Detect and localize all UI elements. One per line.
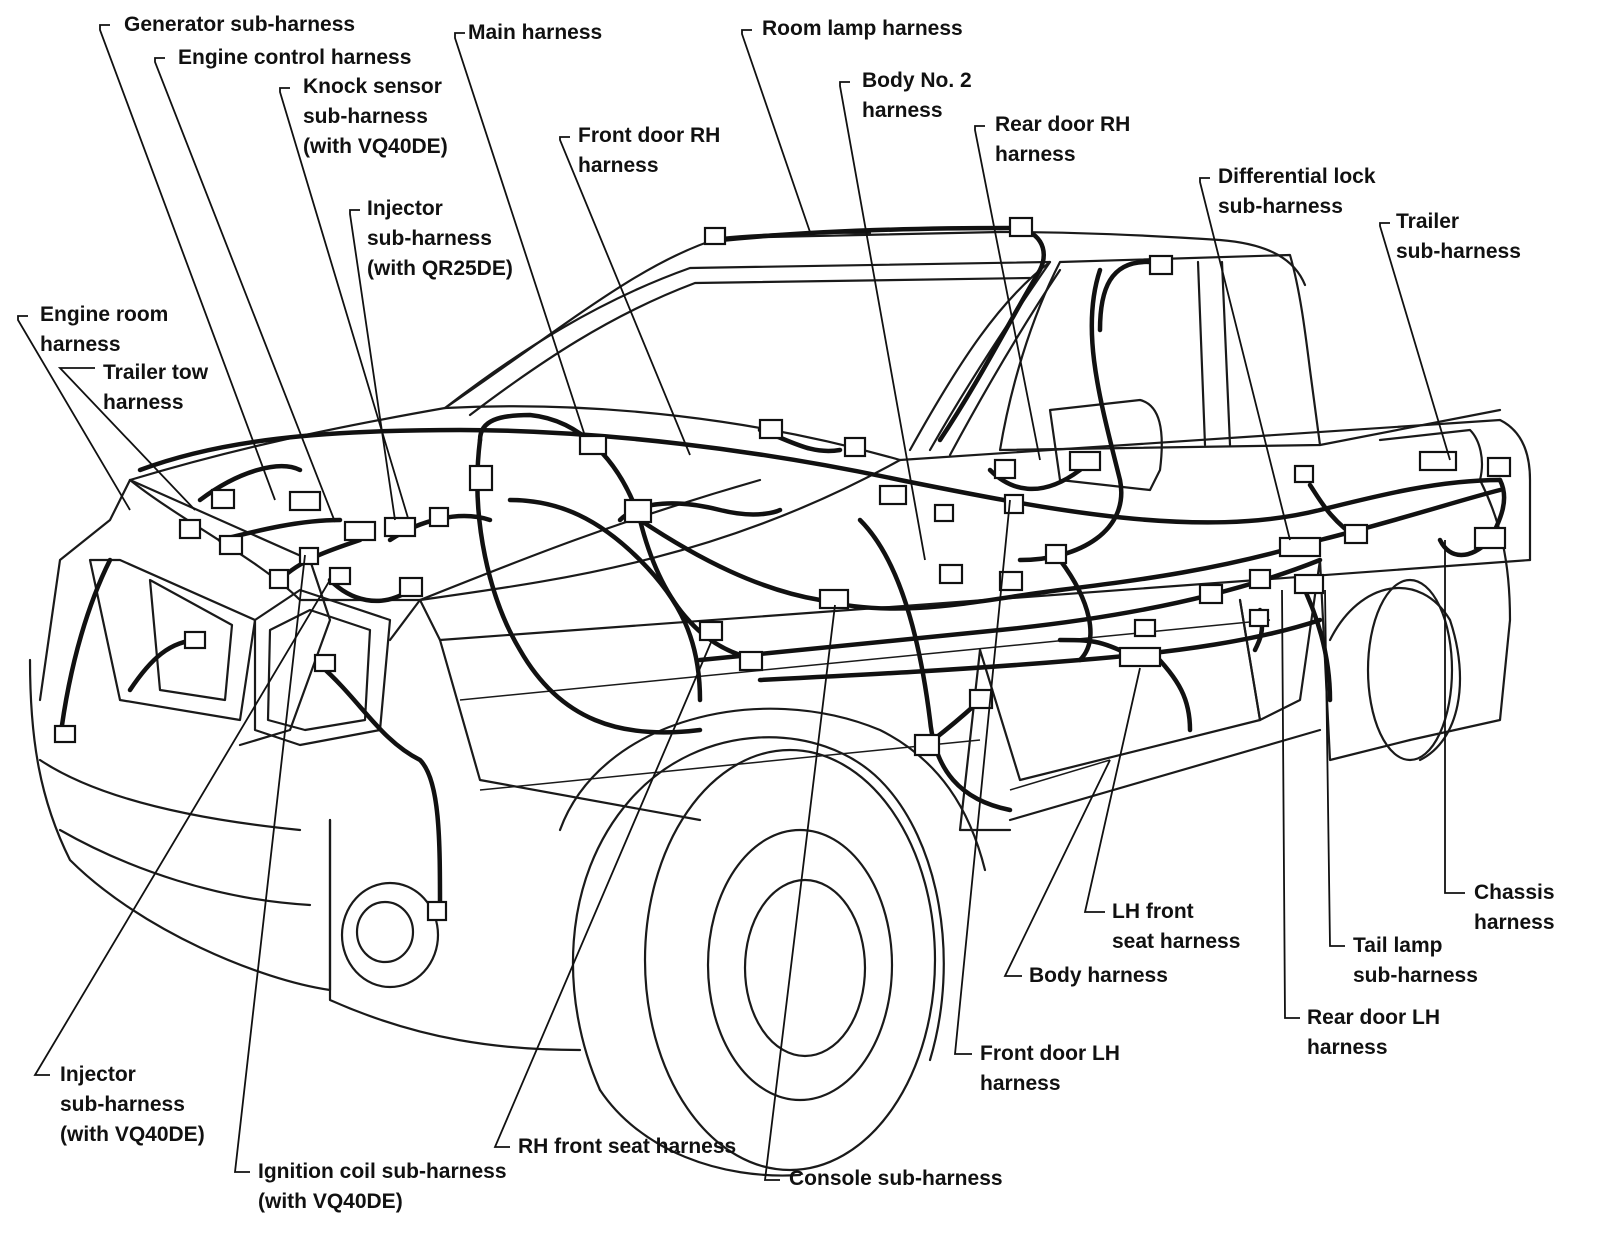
label-console-sub-harness: Console sub-harness [789, 1167, 1003, 1190]
label-lh-front-seat-harness: LH front seat harness [1112, 900, 1241, 953]
label-knock-sensor-sub-harness: Knock sensor sub-harness (with VQ40DE) [303, 75, 448, 158]
connectors [53, 216, 1512, 922]
label-injector-sub-harness-qr25de: Injector sub-harness (with QR25DE) [367, 197, 513, 280]
label-front-door-lh-harness: Front door LH harness [980, 1042, 1120, 1095]
label-tail-lamp-sub-harness: Tail lamp sub-harness [1353, 934, 1478, 987]
label-rear-door-rh-harness: Rear door RH harness [995, 113, 1131, 166]
label-main-harness: Main harness [468, 21, 603, 44]
truck-body-outline [28, 230, 1532, 1177]
label-room-lamp-harness: Room lamp harness [762, 17, 963, 40]
label-differential-lock-sub-harness: Differential lock sub-harness [1218, 165, 1376, 218]
label-rear-door-lh-harness: Rear door LH harness [1307, 1006, 1441, 1059]
label-chassis-harness: Chassis harness [1474, 881, 1555, 934]
label-injector-sub-harness-vq40de: Injector sub-harness (with VQ40DE) [60, 1063, 205, 1146]
label-body-no2-harness: Body No. 2 harness [862, 69, 972, 122]
label-front-door-rh-harness: Front door RH harness [578, 124, 721, 177]
label-trailer-tow-harness: Trailer tow harness [103, 361, 209, 414]
label-engine-control-harness: Engine control harness [178, 46, 412, 69]
label-body-harness: Body harness [1029, 964, 1168, 987]
label-engine-room-harness: Engine room harness [40, 303, 169, 356]
label-ignition-coil-sub-harness: Ignition coil sub-harness (with VQ40DE) [258, 1160, 507, 1213]
label-generator-sub-harness: Generator sub-harness [124, 13, 356, 36]
label-trailer-sub-harness: Trailer sub-harness [1396, 210, 1521, 263]
leader-lines [17, 24, 1465, 1181]
label-rh-front-seat-harness: RH front seat harness [518, 1135, 737, 1158]
